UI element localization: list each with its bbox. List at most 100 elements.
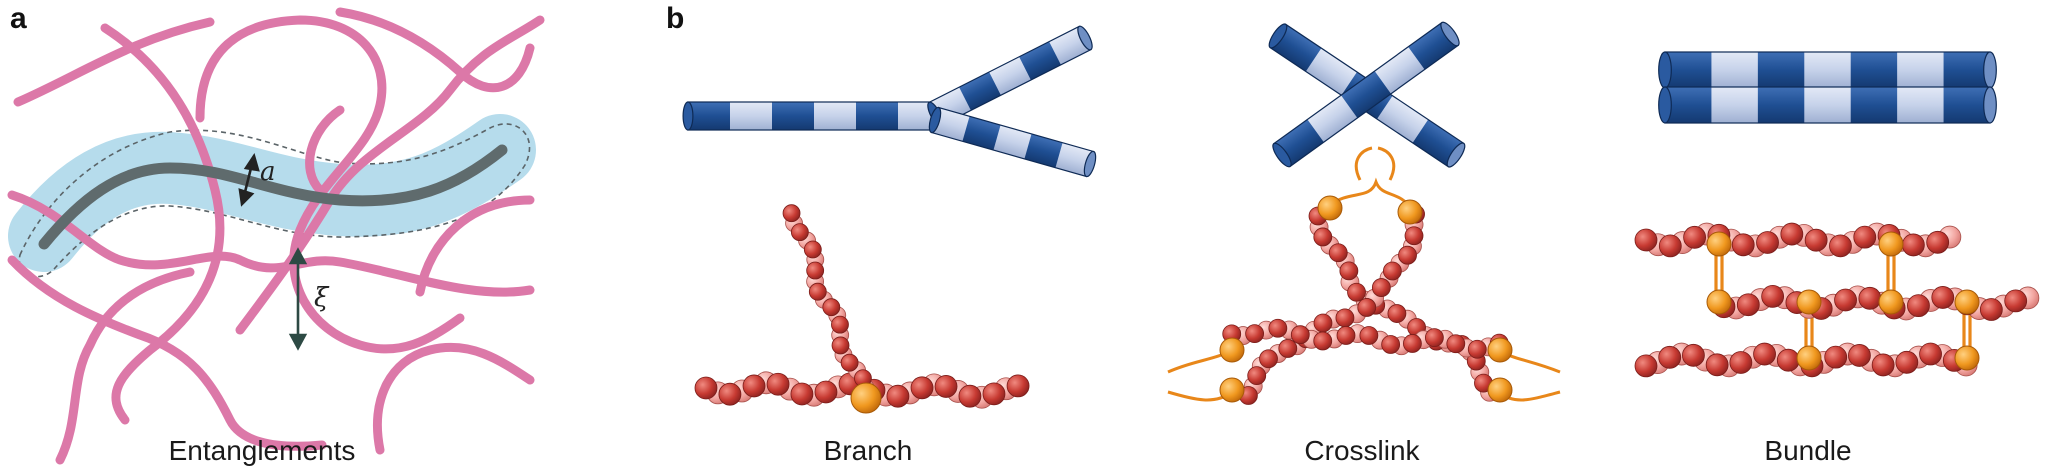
rod-segment xyxy=(1943,87,1991,123)
actin-bead xyxy=(790,223,809,242)
actin-bead xyxy=(1895,350,1919,374)
actin-bead xyxy=(742,374,766,398)
linker-protein-bead xyxy=(850,382,882,414)
actin-bead xyxy=(1731,233,1755,257)
actin-bead xyxy=(1268,318,1288,338)
rod-end-cap xyxy=(1983,86,1997,124)
actin-bead xyxy=(1979,298,2003,321)
linker-protein-bead xyxy=(1954,289,1980,315)
striped-filament-rod xyxy=(1658,51,1997,89)
actin-bead xyxy=(1336,326,1356,345)
rod-segment xyxy=(1374,46,1425,94)
branch-caption: Branch xyxy=(824,435,913,466)
linker-protein-bead xyxy=(1878,231,1904,257)
polymer-network xyxy=(7,7,545,465)
rod-segment xyxy=(1019,41,1062,80)
actin-bead xyxy=(1467,339,1487,359)
linker-protein-bead xyxy=(1706,289,1732,315)
linker-protein-bead xyxy=(1219,337,1245,363)
actin-bead xyxy=(1382,261,1402,281)
rod-segment xyxy=(1341,70,1392,118)
actin-bead xyxy=(1347,282,1366,302)
actin-bead xyxy=(1381,335,1401,354)
mesh-size-arrow xyxy=(288,247,308,351)
actin-bead xyxy=(782,204,801,223)
striped-filament-rod xyxy=(1272,21,1460,168)
actin-bead xyxy=(1756,231,1779,254)
striped-filament-rod xyxy=(927,25,1093,127)
actin-bead xyxy=(1313,313,1333,333)
actin-bead xyxy=(1919,342,1942,366)
rod-segment xyxy=(772,102,815,130)
rod-segment xyxy=(1711,52,1759,88)
striped-filament-rod xyxy=(1658,86,1997,124)
actin-bead xyxy=(1931,286,1955,309)
rod-end-cap xyxy=(1446,142,1466,168)
actin-bead xyxy=(1313,331,1333,351)
polymer-strand xyxy=(235,15,545,335)
actin-bead xyxy=(803,240,822,259)
striped-filament-rod xyxy=(682,101,946,131)
rod-end-cap xyxy=(682,101,694,131)
polymer-strand xyxy=(7,255,327,451)
actin-bead xyxy=(1446,334,1466,354)
linker-protein-bead xyxy=(1487,337,1513,363)
actin-bead xyxy=(1729,351,1753,374)
actin-bead xyxy=(1829,234,1852,258)
rod-segment xyxy=(1804,52,1852,88)
rod-segment xyxy=(1757,87,1805,123)
rod-end-cap xyxy=(1077,25,1093,51)
linker-protein-bead xyxy=(1796,345,1822,371)
actin-bead xyxy=(1404,226,1424,246)
actin-bead xyxy=(1359,326,1379,345)
panel-a: a a xyxy=(7,2,545,466)
actin-bead xyxy=(1907,294,1930,318)
actin-bead xyxy=(1259,349,1278,369)
actin-bead xyxy=(1328,243,1348,263)
actin-bead xyxy=(1871,353,1895,377)
bead-filament xyxy=(1634,342,1978,378)
actin-bead xyxy=(766,372,790,396)
rod-segment xyxy=(730,102,773,130)
actin-bead xyxy=(790,382,814,406)
actin-bead xyxy=(831,315,849,334)
actin-bead xyxy=(1371,278,1391,297)
linker-protein-bead xyxy=(1397,199,1423,225)
actin-bead xyxy=(2004,289,2028,313)
rod-end-cap xyxy=(1658,51,1672,89)
rod-segment xyxy=(1665,52,1712,88)
polymer-strand xyxy=(55,267,195,465)
actin-bead xyxy=(1339,261,1359,281)
actin-bead xyxy=(1658,345,1682,369)
actin-bead xyxy=(1901,233,1925,257)
actin-bead xyxy=(1313,227,1333,247)
striped-filament-rod xyxy=(928,106,1097,178)
bead-filament xyxy=(1634,222,1962,258)
linker-protein-bead xyxy=(1706,231,1732,257)
rod-segment xyxy=(1307,94,1358,143)
actin-bead xyxy=(1736,293,1760,317)
actin-bead xyxy=(1824,345,1848,369)
bead-filament xyxy=(1308,206,1499,402)
rod-end-cap xyxy=(1440,21,1460,47)
rod-segment xyxy=(1804,87,1852,123)
rod-segment xyxy=(1377,95,1429,144)
actin-bead xyxy=(1761,284,1785,308)
rod-end-cap xyxy=(1268,23,1288,49)
rod-segment xyxy=(814,102,857,130)
rod-segment xyxy=(1897,52,1945,88)
actin-bead xyxy=(1658,234,1682,258)
mesh-size-symbol: ξ xyxy=(314,283,330,313)
rod-segment xyxy=(1757,52,1805,88)
actin-bead xyxy=(1357,298,1377,317)
rod-segment xyxy=(1850,87,1898,123)
rod-segment xyxy=(1711,87,1759,123)
polymer-strand xyxy=(305,105,345,195)
actin-bead xyxy=(814,380,838,404)
actin-bead xyxy=(1245,324,1265,344)
rod-end-cap xyxy=(1083,150,1097,178)
actin-bead xyxy=(1387,304,1407,323)
actin-bead xyxy=(1776,348,1800,372)
actin-bead xyxy=(1858,286,1882,310)
tube-diameter-arrow xyxy=(238,152,260,207)
